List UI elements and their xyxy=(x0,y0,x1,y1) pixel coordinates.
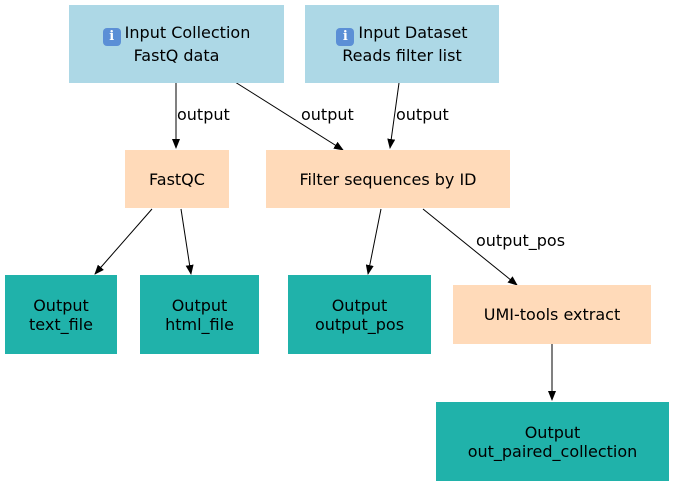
umi-tools-extract-label: UMI-tools extract xyxy=(483,305,621,324)
info-icon: i xyxy=(102,28,121,46)
edge-fastqc-to-text xyxy=(94,208,153,275)
umi-tools-extract-node[interactable]: UMI-tools extract xyxy=(453,285,651,344)
output-text-file-node[interactable]: Output text_file xyxy=(5,275,117,354)
edge-label-output: output xyxy=(301,105,354,124)
output-pos-name: output_pos xyxy=(314,314,405,334)
edge-label-output-pos: output_pos xyxy=(476,231,566,250)
info-icon: i xyxy=(336,28,355,46)
input-dataset-subtitle: Reads filter list xyxy=(342,46,462,65)
edge-dataset-to-filter xyxy=(387,82,400,149)
edge-fastqc-to-html xyxy=(180,208,194,275)
output-html-file-title: Output xyxy=(171,295,228,315)
edge-filter-to-umi xyxy=(422,208,518,286)
edge-label-output: output xyxy=(177,105,230,124)
input-collection-subtitle: FastQ data xyxy=(133,46,220,65)
output-paired-collection-node[interactable]: Output out_paired_collection xyxy=(436,402,669,481)
filter-sequences-node[interactable]: Filter sequences by ID xyxy=(266,150,510,208)
output-text-file-name: text_file xyxy=(29,314,93,334)
output-pos-title: Output xyxy=(331,295,388,315)
output-paired-collection-title: Output xyxy=(524,422,581,442)
fastqc-node[interactable]: FastQC xyxy=(125,150,229,208)
output-text-file-title: Output xyxy=(33,295,89,315)
edge-label-output: output xyxy=(396,105,449,124)
fastqc-label: FastQC xyxy=(149,169,205,189)
output-html-file-name: html_file xyxy=(165,314,234,334)
output-paired-collection-name: out_paired_collection xyxy=(467,441,638,461)
edge-collection-to-filter xyxy=(234,81,344,151)
output-pos-node[interactable]: Output output_pos xyxy=(288,275,431,354)
output-html-file-node[interactable]: Output html_file xyxy=(140,275,259,354)
filter-sequences-label: Filter sequences by ID xyxy=(299,169,477,189)
edge-filter-to-pos xyxy=(365,208,382,275)
